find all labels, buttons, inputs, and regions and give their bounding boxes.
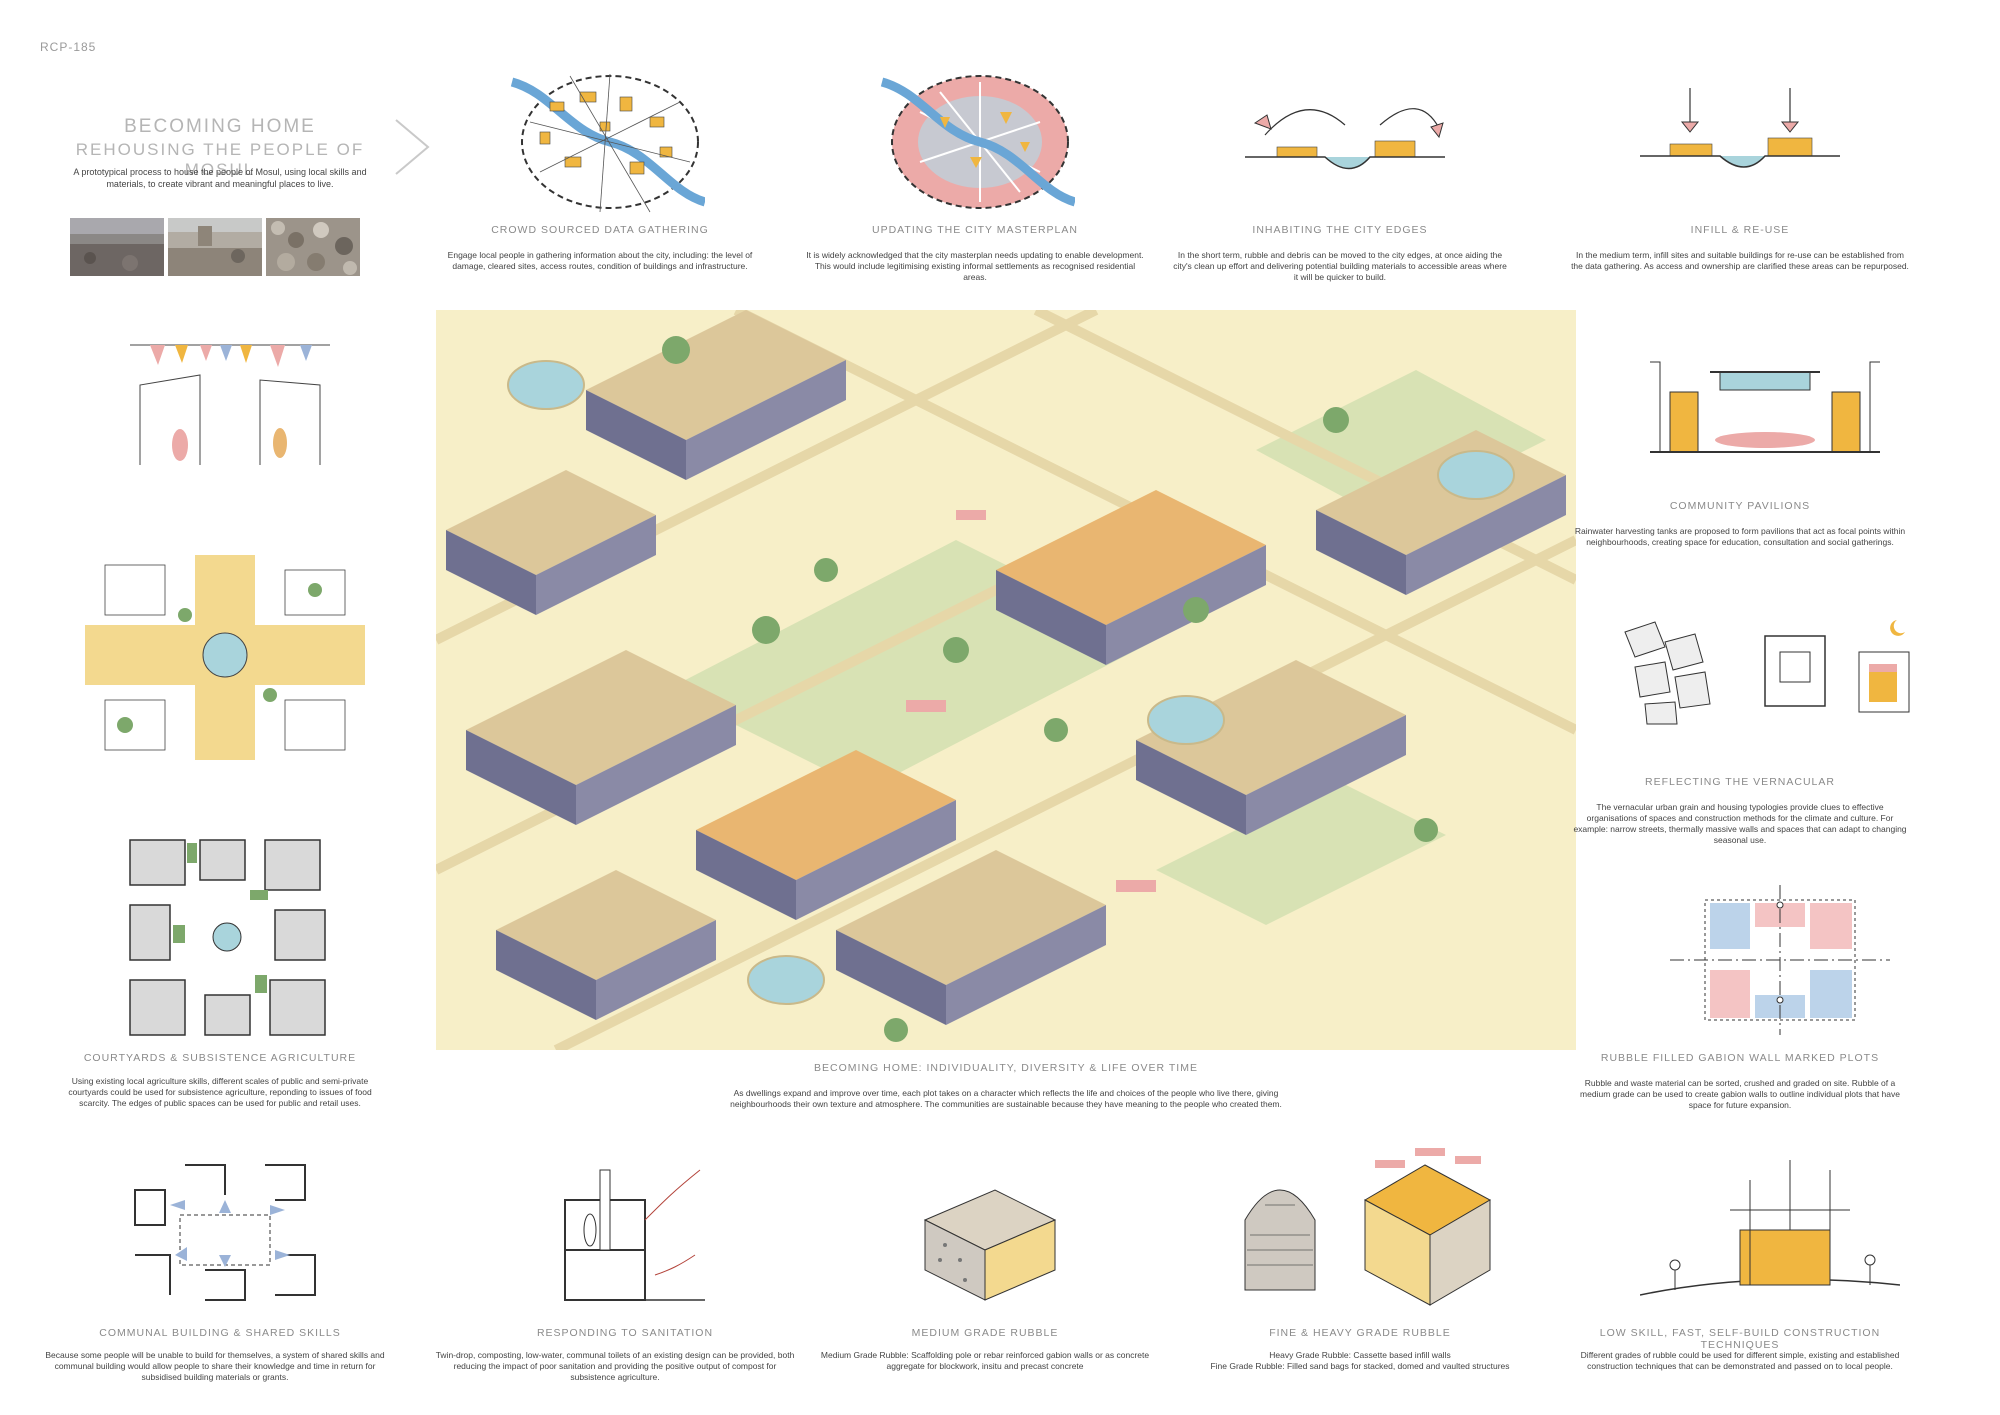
- intro-text: A prototypical process to house the peop…: [73, 167, 367, 189]
- courtyard-plan-sketch: [85, 555, 365, 760]
- caption-infill: INFILL & RE-USE: [1690, 224, 1790, 236]
- community-pavilion-section: [1650, 361, 1880, 453]
- text-masterplan: It is widely acknowledged that the city …: [806, 250, 1144, 282]
- city-masterplan-diagram: [880, 75, 1075, 209]
- text-gabion: Rubble and waste material can be sorted,…: [1580, 1078, 1900, 1110]
- caption-gabion: RUBBLE FILLED GABION WALL MARKED PLOTS: [1600, 1052, 1880, 1064]
- gabion-plot-plan: [1670, 885, 1890, 1035]
- caption-pavilions: COMMUNITY PAVILIONS: [1669, 500, 1811, 512]
- caption-masterplan: UPDATING THE CITY MASTERPLAN: [872, 224, 1078, 236]
- vernacular-plans-sketch: [1624, 620, 1910, 725]
- caption-communal-building: COMMUNAL BUILDING & SHARED SKILLS: [99, 1327, 341, 1339]
- text-heavy-rubble: Heavy Grade Rubble: Cassette based infil…: [1269, 1350, 1451, 1360]
- text-vernacular: The vernacular urban grain and housing t…: [1573, 802, 1907, 845]
- page-subtitle: REHOUSING THE PEOPLE OF MOSUL: [75, 140, 365, 179]
- crowd-sourced-map-diagram: [510, 73, 705, 213]
- rubble-photo-2: [168, 218, 262, 276]
- self-build-construction-sketch: [1640, 1160, 1900, 1296]
- communal-building-plan: [134, 1164, 316, 1301]
- market-street-sketch: [130, 344, 330, 465]
- caption-medium-rubble: MEDIUM GRADE RUBBLE: [911, 1327, 1059, 1339]
- sheet-reference: RCP-185: [40, 40, 97, 54]
- sanitation-section-sketch: [564, 1169, 705, 1301]
- text-pavilions: Rainwater harvesting tanks are proposed …: [1574, 526, 1906, 547]
- text-centre: As dwellings expand and improve over tim…: [730, 1088, 1282, 1109]
- text-sanitation: Twin-drop, composting, low-water, commun…: [435, 1350, 795, 1382]
- courtyard-agriculture-plan: [129, 839, 326, 1036]
- rubble-photo-1: [70, 218, 164, 276]
- caption-centre: BECOMING HOME: INDIVIDUALITY, DIVERSITY …: [814, 1062, 1198, 1074]
- caption-sanitation: RESPONDING TO SANITATION: [536, 1327, 714, 1339]
- caption-courtyards: COURTYARDS & SUBSISTENCE AGRICULTURE: [83, 1052, 357, 1064]
- city-edges-section-diagram: [1245, 108, 1445, 170]
- page-title: BECOMING HOME: [124, 116, 316, 137]
- text-self-build: Different grades of rubble could be used…: [1580, 1350, 1900, 1371]
- text-infill: In the medium term, infill sites and sui…: [1571, 250, 1909, 271]
- rubble-photo-3: [266, 218, 360, 276]
- isometric-neighbourhood-illustration: [436, 310, 1576, 1050]
- text-medium-rubble: Medium Grade Rubble: Scaffolding pole or…: [820, 1350, 1150, 1371]
- chevron-right-icon: [395, 119, 430, 175]
- caption-crowd-sourced: CROWD SOURCED DATA GATHERING: [491, 224, 709, 236]
- caption-self-build: LOW SKILL, FAST, SELF-BUILD CONSTRUCTION…: [1599, 1327, 1881, 1351]
- text-city-edges: In the short term, rubble and debris can…: [1173, 250, 1507, 282]
- medium-rubble-gabion-sketch: [923, 1189, 1057, 1301]
- caption-city-edges: INHABITING THE CITY EDGES: [1252, 224, 1428, 236]
- text-communal-building: Because some people will be unable to bu…: [45, 1350, 385, 1382]
- text-fine-rubble: Fine Grade Rubble: Filled sand bags for …: [1210, 1361, 1510, 1371]
- infill-reuse-section-diagram: [1640, 88, 1840, 168]
- caption-fine-heavy-rubble: FINE & HEAVY GRADE RUBBLE: [1269, 1327, 1451, 1339]
- text-crowd-sourced: Engage local people in gathering informa…: [447, 250, 753, 271]
- caption-vernacular: REFLECTING THE VERNACULAR: [1645, 776, 1835, 788]
- fine-heavy-rubble-sketch: [1244, 1148, 1492, 1306]
- text-courtyards: Using existing local agriculture skills,…: [68, 1076, 372, 1108]
